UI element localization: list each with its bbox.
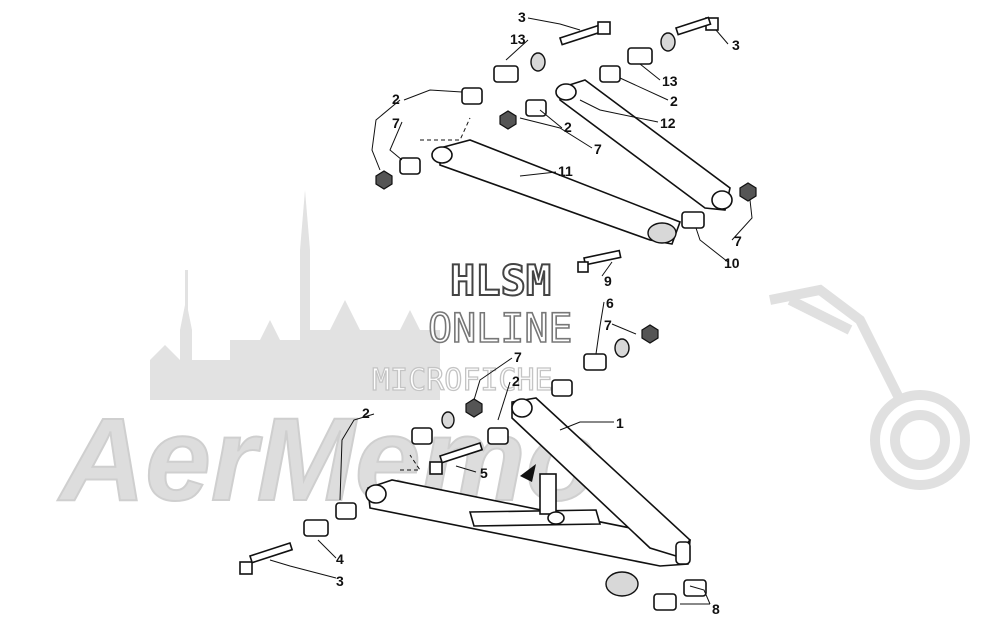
callout-7-right-low: 7 xyxy=(604,317,612,333)
callout-labels: 3 13 3 13 2 7 2 7 2 12 11 7 10 9 6 7 7 2… xyxy=(336,9,742,617)
watermark-brand-text: AerMemo xyxy=(57,394,598,526)
callout-3-bottom: 3 xyxy=(336,573,344,589)
callout-13-top: 13 xyxy=(510,31,526,47)
bushing-2-mid-low xyxy=(487,427,509,445)
lower-ball-joint xyxy=(605,571,639,597)
upper-dash-line xyxy=(420,117,471,141)
washer-right xyxy=(660,32,676,52)
bolt-3-bottom xyxy=(239,542,294,575)
callout-2-right-top: 2 xyxy=(670,93,678,109)
bushing-4 xyxy=(303,519,329,537)
bushing-2-left-lower xyxy=(399,157,421,175)
callout-9: 9 xyxy=(604,273,612,289)
callout-3-top: 3 xyxy=(518,9,526,25)
callout-11: 11 xyxy=(558,163,573,179)
bushing-10 xyxy=(681,211,705,229)
callout-6: 6 xyxy=(606,295,614,311)
leader-lines xyxy=(269,17,753,605)
callout-7-mid-low: 7 xyxy=(514,349,522,365)
callout-12: 12 xyxy=(660,115,676,131)
lower-a-arm-front-pivot xyxy=(511,398,533,418)
nut-7-mid xyxy=(499,110,517,130)
upper-a-arm-assembly xyxy=(375,16,757,273)
nut-7-left xyxy=(375,170,393,190)
bolt-3-top xyxy=(558,21,611,46)
bushing-8-bottom xyxy=(653,593,677,611)
direction-arrow-icon xyxy=(520,464,536,482)
lower-a-arm-assembly xyxy=(239,324,707,611)
lower-a-arm-cross-brace xyxy=(468,509,602,527)
callout-2-left-top: 2 xyxy=(392,91,400,107)
callout-5: 5 xyxy=(480,465,488,481)
bushing-2-upper-right xyxy=(551,379,573,397)
callout-10: 10 xyxy=(724,255,740,271)
upper-arm-left-bushing-end xyxy=(431,146,453,164)
bushing-2-left-low xyxy=(335,502,357,520)
watermark-hlsm-text: HLSM xyxy=(450,256,551,305)
callout-2-mid-top: 2 xyxy=(564,119,572,135)
nut-7-right xyxy=(739,182,757,202)
bushing-6 xyxy=(583,353,607,371)
watermark: AerMemo HLSM ONLINE MICROFICHE xyxy=(56,190,970,527)
upper-arm-ball-joint xyxy=(647,222,677,244)
washer-lower-left xyxy=(441,411,455,429)
bushing-2-mid-top xyxy=(525,99,547,117)
washer-top xyxy=(530,52,546,72)
lower-a-arm-end-cap xyxy=(675,541,691,565)
callout-2-left-low: 2 xyxy=(362,405,370,421)
callout-1: 1 xyxy=(616,415,624,431)
lower-a-arm-rear-pivot xyxy=(365,484,387,504)
bushing-2-lower-front xyxy=(411,427,433,445)
upper-arm-left-tube xyxy=(439,139,682,245)
callout-8: 8 xyxy=(712,601,720,617)
watermark-microfiche-text: MICROFICHE xyxy=(372,363,553,398)
watermark-online-text: ONLINE xyxy=(428,306,573,352)
callout-7-right-mid: 7 xyxy=(734,233,742,249)
bushing-8-top xyxy=(683,579,707,597)
upper-arm-right-tube xyxy=(559,79,731,211)
lower-a-arm-shock-mount xyxy=(539,473,557,515)
nut-7-right-low xyxy=(641,324,659,344)
bolt-5 xyxy=(429,442,484,475)
callout-2-mid-low: 2 xyxy=(512,373,520,389)
callout-3-right: 3 xyxy=(732,37,740,53)
bushing-13-right xyxy=(627,47,653,65)
bushing-2-right-top xyxy=(599,65,621,83)
bolt-3-right xyxy=(674,16,719,36)
callout-7-left-top: 7 xyxy=(392,115,400,131)
lower-a-arm-mount-hole xyxy=(547,511,565,525)
motorcycle-watermark xyxy=(769,284,970,490)
upper-arm-right-bushing-end xyxy=(555,83,577,101)
skyline-watermark xyxy=(150,190,440,400)
callout-4: 4 xyxy=(336,551,344,567)
washer-lower-right xyxy=(614,338,630,358)
upper-arm-right-pivot xyxy=(711,190,733,210)
bolt-9 xyxy=(577,249,622,273)
callout-7-mid-top: 7 xyxy=(594,141,602,157)
bushing-13-top xyxy=(493,65,519,83)
bushing-2-left-top xyxy=(461,87,483,105)
callout-13-right: 13 xyxy=(662,73,678,89)
